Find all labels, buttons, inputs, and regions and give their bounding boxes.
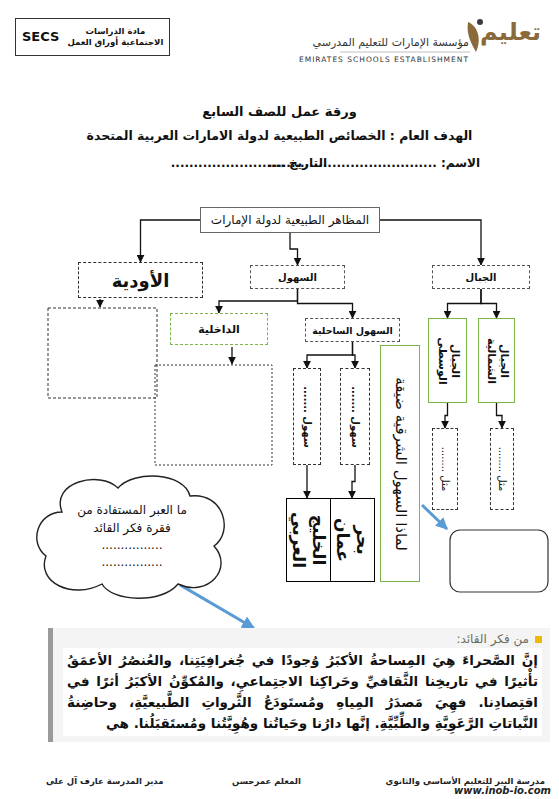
rotated-text-holder: سهول ....... [295,373,319,460]
connector [307,342,353,368]
box-label: الجبال [466,272,497,283]
box-label: المظاهر الطبيعية لدولة الإمارات [211,213,369,227]
org-name-en: EMIRATES SCHOOLS ESTABLISHMENT [299,55,469,64]
quote-panel: من فكر القائد: إنَّ الصَّحراءَ هِيَ المِس… [48,628,550,742]
box-label: سهول ....... [301,386,313,447]
thought-cloud: ما العبر المستفادة من فقرة فكر القائد...… [32,470,232,602]
box-label: الداخلية [198,323,240,336]
rotated-text-holder: سهول ....... [342,373,368,460]
box-label: مثل ........ [439,447,451,492]
connector [445,403,448,428]
org-name: مؤسسة الإمارات للتعليم المدرسي [313,36,469,49]
watermark: www.inob-io.com [454,785,551,796]
date-field: التاريخ ......................... [171,156,327,170]
category-box: الأودية [78,262,203,298]
connector [448,289,482,318]
connector [290,233,298,265]
cloud-shape [37,476,224,598]
fill-in-box: سهول ....... [340,368,370,465]
connector [352,465,355,498]
category-box: السهول [250,265,345,289]
sea-box: بحر عمان [330,498,375,582]
arrow-line [231,347,232,364]
box-label: سهول ....... [349,386,361,447]
subcategory-box: الداخلية [170,313,268,345]
cloud-question: ما العبر المستفادة من فقرة فكر القائد [66,502,198,537]
arrow-line [99,299,100,307]
connector [219,289,298,313]
box-label: الجبال الوسطى [435,323,460,398]
worksheet-title: ورقة عمل للصف السابع [0,104,559,119]
quote-body: إنَّ الصَّحراءَ هِيَ المِساحةُ الأكبَرُ … [63,648,542,736]
connector [306,465,307,498]
rotated-text-holder: الجبال الشمالية [480,323,513,398]
subcategory-box: السهول الساحلية [305,318,400,342]
question-box: لماذا السهول الشرقية ضيقة [380,345,420,582]
rotated-text-holder: مثل ........ [434,433,456,505]
subject-code: SECS [22,29,59,46]
footer-text: المعلم عمرحسن [232,776,301,786]
header-box: مادة الدراسات الاجتماعية أوراق العمل SECS [15,18,170,56]
cloud-text-holder: ما العبر المستفادة من فقرة فكر القائد...… [66,494,198,580]
fill-in-box: سهول ....... [293,368,321,465]
quote-header-row: من فكر القائد: [63,632,542,646]
connector [380,220,481,265]
answer-line: ................ [101,537,162,554]
answer-box [155,365,272,465]
cloud-outline [32,470,232,602]
logo-rule [340,52,470,53]
answer-line: ................ [101,554,162,571]
logo-word: تعليم [480,18,541,46]
box-label: السهول الساحلية [312,325,393,336]
subcategory-box: الجبال الوسطى [428,318,467,403]
rotated-text-holder: الجبال الوسطى [430,323,465,398]
box-label: الجبال الشمالية [484,323,509,398]
connector [298,289,353,318]
connector [180,585,254,628]
category-box: الجبال [432,265,530,289]
answer-box [48,308,157,398]
box-label: الأودية [112,270,170,291]
bullet-square [535,636,542,643]
example-box: مثل ........ [490,428,514,510]
connector [141,220,201,262]
footer-text: مدير المدرسة عارف آل علي [46,776,164,786]
box-label: مثل ........ [496,447,508,492]
rotated-text-holder: الخليج العربي [288,503,329,577]
example-box: مثل ........ [432,428,458,510]
rotated-text-holder: بحر عمان [332,503,373,577]
root-box: المظاهر الطبيعية لدولة الإمارات [200,207,380,233]
quote-heading: من فكر القائد: [456,632,529,646]
answer-box [450,530,548,592]
box-label: السهول [278,272,317,283]
sea-box: الخليج العربي [286,498,331,582]
box-label: بحر عمان [332,503,371,577]
rotated-text-holder: مثل ........ [492,433,512,505]
subcategory-box: الجبال الشمالية [478,318,515,403]
connector [481,289,497,318]
box-label: لماذا السهول الشرقية ضيقة [391,377,408,551]
connector [497,403,503,428]
rotated-text-holder: لماذا السهول الشرقية ضيقة [382,350,418,577]
subject-name: مادة الدراسات الاجتماعية أوراق العمل [67,26,163,48]
objective: الهدف العام : الخصائص الطبيعية لدولة الا… [0,128,559,143]
box-label: الخليج العربي [288,503,327,577]
footer-text: مدرسة البير للتعليم الأساسي والثانوي [386,776,545,786]
